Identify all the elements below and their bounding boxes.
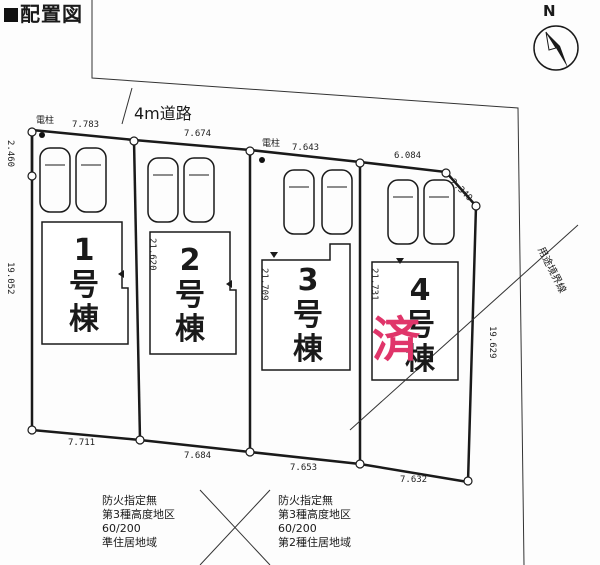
zoning-left-height: 第3種高度地区 [102,508,175,521]
zoning-right: 防火指定無 第3種高度地区 60/200 第2種住居地域 [278,494,351,550]
utility-pole-label-2: 電柱 [262,139,281,149]
lot-4-word1: 号 [405,307,435,343]
page-title: 配置図 [4,4,83,24]
lot-4-number: 4 [409,273,431,308]
parcel-outline [30,128,478,484]
north-arrow [533,25,579,71]
dim-lot2-depth: 21.620 [147,238,157,271]
sold-stamp: 済 [372,312,421,368]
zoning-boundary-line [349,224,579,431]
road-boundary [91,0,525,565]
zoning-cross-b [199,489,271,565]
dim-bottom-lot2: 7.684 [184,451,212,461]
utility-pole-2 [259,157,265,163]
dim-left-corner: 2.460 [5,140,15,168]
lot-2-label: 2 号 棟 [160,243,220,348]
lot-2-word1: 号 [175,277,205,313]
lot-1-label: 1 号 棟 [54,233,114,338]
lot-1-number: 1 [73,233,95,268]
dim-lot3-depth: 21.709 [259,268,269,301]
lot-4-label: 4 号 棟 [390,273,450,378]
boundary-markers [27,127,481,486]
lot-1-word1: 号 [69,267,99,303]
entrance-markers [118,252,404,288]
lot-3-word1: 号 [293,297,323,333]
road-width-marker [121,87,133,125]
zoning-right-ratio: 60/200 [278,522,317,535]
zoning-right-fire: 防火指定無 [278,494,333,507]
lot-divider-1-2 [132,139,142,441]
dim-bottom-lot4: 7.632 [400,475,428,485]
dim-lot4-depth: 21.731 [369,268,379,301]
north-label: N [543,2,556,20]
lot-4-word2: 棟 [405,342,435,377]
dim-lot1-depth: 19.052 [5,262,15,295]
dim-top-lot4: 6.084 [394,151,422,161]
lot-2-number: 2 [179,243,201,278]
zoning-right-height: 第3種高度地区 [278,508,351,521]
dim-top-lot1: 7.783 [72,120,100,130]
zoning-left-area: 準住居地域 [102,536,157,549]
dim-right-side: 19.629 [487,326,497,359]
car-windows [45,164,449,198]
lot-1-word2: 棟 [69,302,99,337]
dim-bottom-lot3: 7.653 [290,463,318,473]
utility-pole-1 [39,132,45,138]
utility-pole-label-1: 電柱 [36,116,55,126]
dim-bottom-lot1: 7.711 [68,438,96,448]
lot-3-number: 3 [297,263,319,298]
zoning-left-fire: 防火指定無 [102,494,157,507]
dim-top-lot2: 7.674 [184,129,212,139]
zoning-left-ratio: 60/200 [102,522,141,535]
dim-top-lot3: 7.643 [292,143,320,153]
parking-cars [39,147,455,245]
zoning-right-area: 第2種住居地域 [278,536,351,549]
lot-2-word2: 棟 [175,312,205,347]
lot-3-label: 3 号 棟 [278,263,338,368]
road-label: 4m道路 [134,104,192,123]
lot-3-word2: 棟 [293,332,323,367]
house-footprints [41,221,459,381]
zoning-left: 防火指定無 第3種高度地区 60/200 準住居地域 [102,494,175,550]
